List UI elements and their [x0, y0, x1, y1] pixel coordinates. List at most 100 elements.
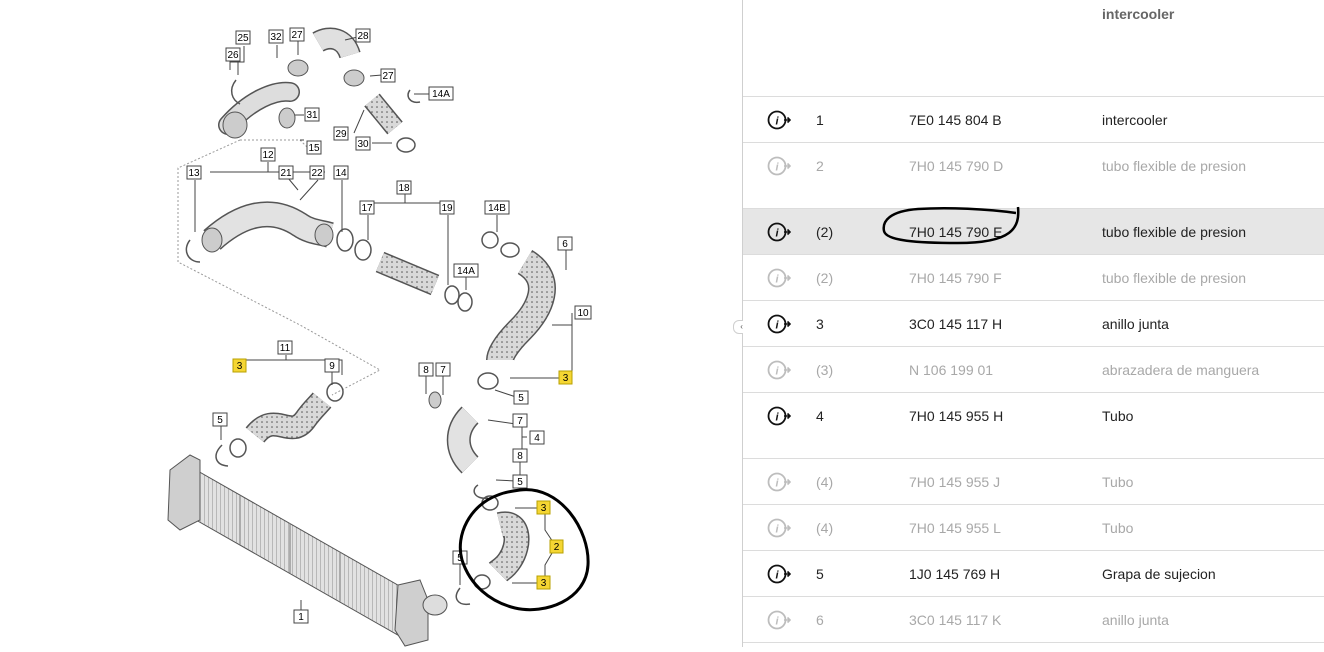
svg-text:i: i [775, 320, 779, 332]
info-arrow-icon[interactable]: i [767, 267, 791, 289]
svg-text:3: 3 [541, 578, 547, 589]
svg-text:30: 30 [357, 139, 369, 150]
info-arrow-icon[interactable]: i [767, 471, 791, 493]
info-arrow-icon[interactable]: i [767, 155, 791, 177]
callout-label: 30 [355, 136, 371, 151]
callout-label: 13 [186, 165, 202, 180]
svg-text:8: 8 [423, 365, 429, 376]
callout-label: 15 [306, 140, 322, 155]
svg-text:3: 3 [541, 503, 547, 514]
table-row[interactable]: i (4) 7H0 145 955 L Tubo [743, 505, 1324, 551]
part-description: Tubo [1102, 474, 1134, 490]
svg-text:8: 8 [517, 451, 523, 462]
table-header-row: intercooler [743, 0, 1324, 97]
part-description: abrazadera de manguera [1102, 362, 1260, 378]
table-row[interactable]: i 5 1J0 145 769 H Grapa de sujecion [743, 551, 1324, 597]
part-description: anillo junta [1102, 612, 1169, 628]
svg-text:27: 27 [382, 71, 394, 82]
svg-text:14: 14 [335, 168, 347, 179]
callout-label: 7 [435, 362, 451, 377]
part-number[interactable]: 7E0 145 804 B [909, 112, 1002, 128]
svg-text:11: 11 [280, 343, 291, 354]
callout-label: 29 [333, 126, 349, 141]
table-row[interactable]: i 3 3C0 145 117 H anillo junta [743, 301, 1324, 347]
row-number: (4) [816, 520, 834, 536]
callout-label: 5 [212, 412, 228, 427]
svg-text:i: i [775, 366, 779, 378]
callout-label: 21 [278, 165, 294, 180]
callout-label: 8 [418, 362, 434, 377]
callout-label: 5 [512, 474, 528, 489]
row-number: 3 [816, 316, 824, 332]
info-arrow-icon[interactable]: i [767, 563, 791, 585]
callout-label: 3 [232, 358, 247, 373]
svg-text:i: i [775, 524, 779, 536]
svg-text:3: 3 [237, 361, 243, 372]
svg-text:28: 28 [357, 31, 369, 42]
callout-label: 7 [512, 413, 528, 428]
part-description: Grapa de sujecion [1102, 566, 1216, 582]
leader-lines [194, 35, 573, 612]
svg-text:25: 25 [237, 33, 249, 44]
table-row[interactable]: i 6 3C0 145 117 K anillo junta [743, 597, 1324, 643]
callout-label: 19 [439, 200, 455, 215]
part-number[interactable]: 7H0 145 790 F [909, 270, 1002, 286]
part-description: tubo flexible de presion [1102, 224, 1246, 240]
info-arrow-icon[interactable]: i [767, 609, 791, 631]
table-row[interactable]: i (4) 7H0 145 955 J Tubo [743, 459, 1324, 505]
group-outline [177, 139, 382, 396]
info-arrow-icon[interactable]: i [767, 109, 791, 131]
row-number: (3) [816, 362, 834, 378]
part-number[interactable]: 3C0 145 117 H [909, 316, 1003, 332]
table-row[interactable]: i (3) N 106 199 01 abrazadera de manguer… [743, 347, 1324, 393]
table-row[interactable]: i 4 7H0 145 955 H Tubo [743, 393, 1324, 459]
svg-text:7: 7 [440, 365, 446, 376]
callout-label: 17 [359, 200, 375, 215]
info-arrow-icon[interactable]: i [767, 221, 791, 243]
part-number[interactable]: 7H0 145 790 E [909, 224, 1003, 240]
svg-text:14A: 14A [457, 266, 475, 277]
svg-text:14B: 14B [488, 203, 506, 214]
svg-text:14A: 14A [432, 89, 450, 100]
svg-text:22: 22 [311, 168, 323, 179]
table-row[interactable]: i 2 7H0 145 790 D tubo flexible de presi… [743, 143, 1324, 209]
row-number: 6 [816, 612, 824, 628]
callout-label: 14A [428, 86, 454, 101]
info-arrow-icon[interactable]: i [767, 517, 791, 539]
part-description: Tubo [1102, 520, 1134, 536]
svg-text:i: i [775, 570, 779, 582]
svg-text:31: 31 [306, 110, 318, 121]
part-description: tubo flexible de presion [1102, 158, 1246, 174]
parts-diagram: 25 26 32 27 28 27 14A 31 29 30 15 12 13 … [167, 27, 592, 647]
callout-label: 32 [268, 29, 284, 44]
info-arrow-icon[interactable]: i [767, 359, 791, 381]
svg-text:9: 9 [329, 361, 335, 372]
callout-label: 22 [309, 165, 325, 180]
info-arrow-icon[interactable]: i [767, 405, 791, 427]
svg-text:i: i [775, 162, 779, 174]
part-number[interactable]: 7H0 145 790 D [909, 158, 1004, 174]
table-row[interactable]: i (2) 7H0 145 790 F tubo flexible de pre… [743, 255, 1324, 301]
info-arrow-icon[interactable]: i [767, 313, 791, 335]
svg-text:3: 3 [563, 373, 569, 384]
part-number[interactable]: 7H0 145 955 H [909, 408, 1004, 424]
svg-text:2: 2 [554, 542, 560, 553]
svg-text:18: 18 [398, 183, 410, 194]
part-number[interactable]: N 106 199 01 [909, 362, 994, 378]
diagram-panel: 25 26 32 27 28 27 14A 31 29 30 15 12 13 … [167, 27, 592, 647]
svg-text:15: 15 [308, 143, 320, 154]
svg-text:4: 4 [534, 433, 540, 444]
table-row[interactable]: i 1 7E0 145 804 B intercooler [743, 97, 1324, 143]
part-number[interactable]: 3C0 145 117 K [909, 612, 1002, 628]
part-number[interactable]: 7H0 145 955 J [909, 474, 1001, 490]
handdrawn-circle-annotation [882, 206, 1020, 245]
intercooler-part [167, 454, 448, 647]
part-number[interactable]: 7H0 145 955 L [909, 520, 1001, 536]
callout-label: 14B [484, 200, 510, 215]
callout-label: 31 [304, 107, 320, 122]
row-number: 5 [816, 566, 824, 582]
table-row[interactable]: i (2) 7H0 145 790 E tubo flexible de pre… [743, 209, 1324, 255]
part-number[interactable]: 1J0 145 769 H [909, 566, 1001, 582]
svg-text:26: 26 [227, 50, 239, 61]
svg-text:17: 17 [361, 203, 373, 214]
